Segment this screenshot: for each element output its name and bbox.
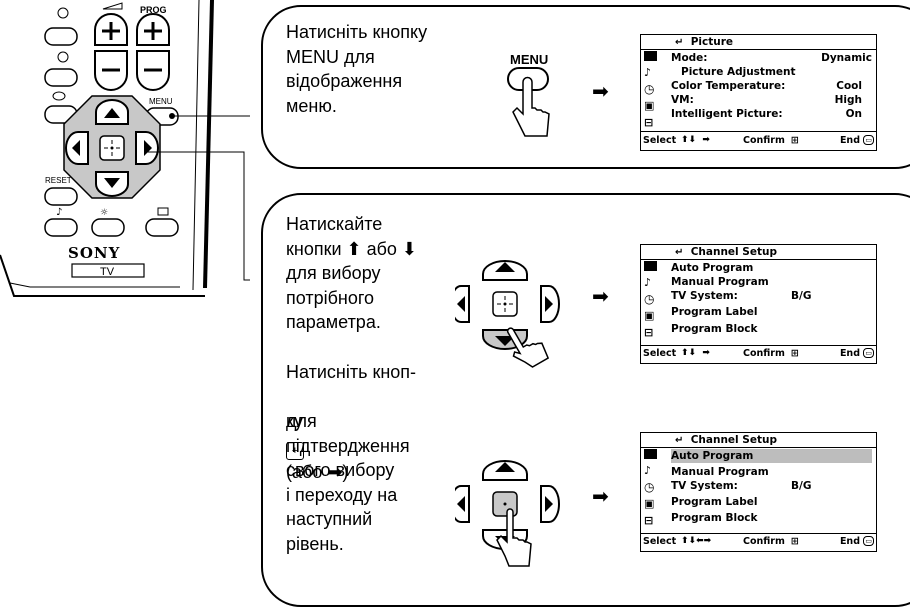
dpad-right-button[interactable] [135, 131, 159, 165]
clock-icon: ◷ [644, 292, 655, 306]
osd-footer: Select ⬆⬇ ➡ Confirm ⊞ End ▭ [643, 348, 874, 359]
osd-row[interactable]: Manual Program [671, 466, 769, 478]
clock-icon: ◷ [644, 82, 655, 96]
osd-icons: ♪ ◷ ▣ ⊟ [644, 51, 660, 134]
tv-mode-label: TV [100, 266, 115, 278]
hand-icon [506, 327, 550, 368]
dpad-figure-1 [455, 260, 560, 368]
svg-text:☼: ☼ [100, 208, 108, 218]
osd-footer: Select ⬆⬇⬅➡ Confirm ⊞ End ▭ [643, 536, 874, 547]
setup-icon: ▣ [644, 309, 655, 322]
osd-row[interactable]: VM:High [671, 94, 862, 106]
step1-text: Натисніть кнопку MENU для відображення м… [286, 22, 428, 116]
step1-osd-menu: ↵ Picture ♪ ◷ ▣ ⊟ Mode:Dynamic Picture A… [640, 34, 877, 151]
channel-icon: ⊟ [644, 326, 654, 339]
setup-icon: ▣ [644, 99, 655, 112]
step3-text: для підтвердження свого вибору і переход… [286, 411, 410, 554]
sound-icon: ♪ [644, 276, 652, 289]
prog-label: PROG [140, 5, 167, 15]
sound-mode-button[interactable]: ♪ [44, 207, 78, 237]
arrow-right-icon: ➡ [592, 79, 609, 103]
volume-up-button[interactable] [94, 13, 128, 46]
dpad-up-button[interactable] [95, 99, 129, 125]
osd-row[interactable]: TV System:B/G [671, 290, 812, 302]
hand-icon [496, 508, 532, 567]
svg-text:♪: ♪ [56, 207, 62, 218]
step3-text-line2: ку + (або ➡) [286, 411, 349, 482]
dpad-figure-2 [455, 460, 560, 567]
step3-text-line1: Натисніть кноп- [286, 362, 417, 382]
picture-icon [644, 449, 657, 459]
timer-button[interactable] [44, 51, 78, 87]
arrow-right-icon: ➡ [592, 484, 609, 508]
osd-title: Picture [690, 36, 734, 48]
screen-mode-button[interactable] [145, 207, 179, 237]
picture-icon [644, 261, 657, 271]
step2-text: Натискайте кнопки ⬆ або ⬇ для вибору пот… [286, 214, 418, 332]
arrow-right-icon: ➡ [592, 284, 609, 308]
remote-menu-label: MENU [149, 97, 173, 106]
osd-row[interactable]: Picture Adjustment [681, 66, 796, 78]
dpad-down-button[interactable] [95, 171, 129, 197]
step3-osd-menu: ↵ Channel Setup ♪ ◷ ▣ ⊟ Auto Program Man… [640, 432, 877, 552]
osd-row[interactable]: Manual Program [671, 276, 769, 288]
power-button[interactable] [44, 7, 78, 46]
menu-button-label: MENU [510, 52, 549, 67]
channel-icon: ⊟ [644, 116, 654, 129]
sound-icon: ♪ [644, 464, 652, 477]
osd-row[interactable]: Program Label [671, 306, 758, 318]
step2-osd-menu: ↵ Channel Setup ♪ ◷ ▣ ⊟ Auto Program Man… [640, 244, 877, 364]
reset-label: RESET [45, 176, 72, 185]
dpad-ok-button[interactable] [99, 135, 125, 161]
volume-down-button[interactable] [94, 50, 128, 91]
hand-pressing-menu [507, 67, 550, 137]
picture-icon [644, 51, 657, 61]
clock-icon: ◷ [644, 480, 655, 494]
sony-logo: SONY [68, 244, 120, 262]
program-down-button[interactable] [136, 50, 170, 91]
reset-button[interactable] [44, 187, 78, 206]
osd-row[interactable]: Mode:Dynamic [671, 52, 872, 64]
osd-row[interactable]: TV System:B/G [671, 480, 812, 492]
osd-row[interactable]: Color Temperature:Cool [671, 80, 862, 92]
picture-mode-button[interactable]: ☼ [91, 208, 125, 237]
osd-row[interactable]: Program Block [671, 323, 758, 335]
setup-icon: ▣ [644, 497, 655, 510]
osd-row[interactable]: Auto Program [671, 262, 754, 274]
hand-icon [512, 76, 550, 137]
program-up-button[interactable] [136, 13, 170, 46]
sound-icon: ♪ [644, 66, 652, 79]
osd-row-selected[interactable]: Auto Program [671, 449, 872, 463]
tv-mode-label-box [71, 263, 145, 278]
channel-icon: ⊟ [644, 514, 654, 527]
osd-row[interactable]: Intelligent Picture:On [671, 108, 862, 120]
osd-row[interactable]: Program Label [671, 496, 758, 508]
remote-control: PROG MENU RESET ♪ [0, 0, 250, 297]
osd-row[interactable]: Program Block [671, 512, 758, 524]
dpad-left-button[interactable] [65, 131, 89, 165]
osd-footer: Select ⬆⬇ ➡ Confirm ⊞ End ▭ [643, 135, 874, 146]
